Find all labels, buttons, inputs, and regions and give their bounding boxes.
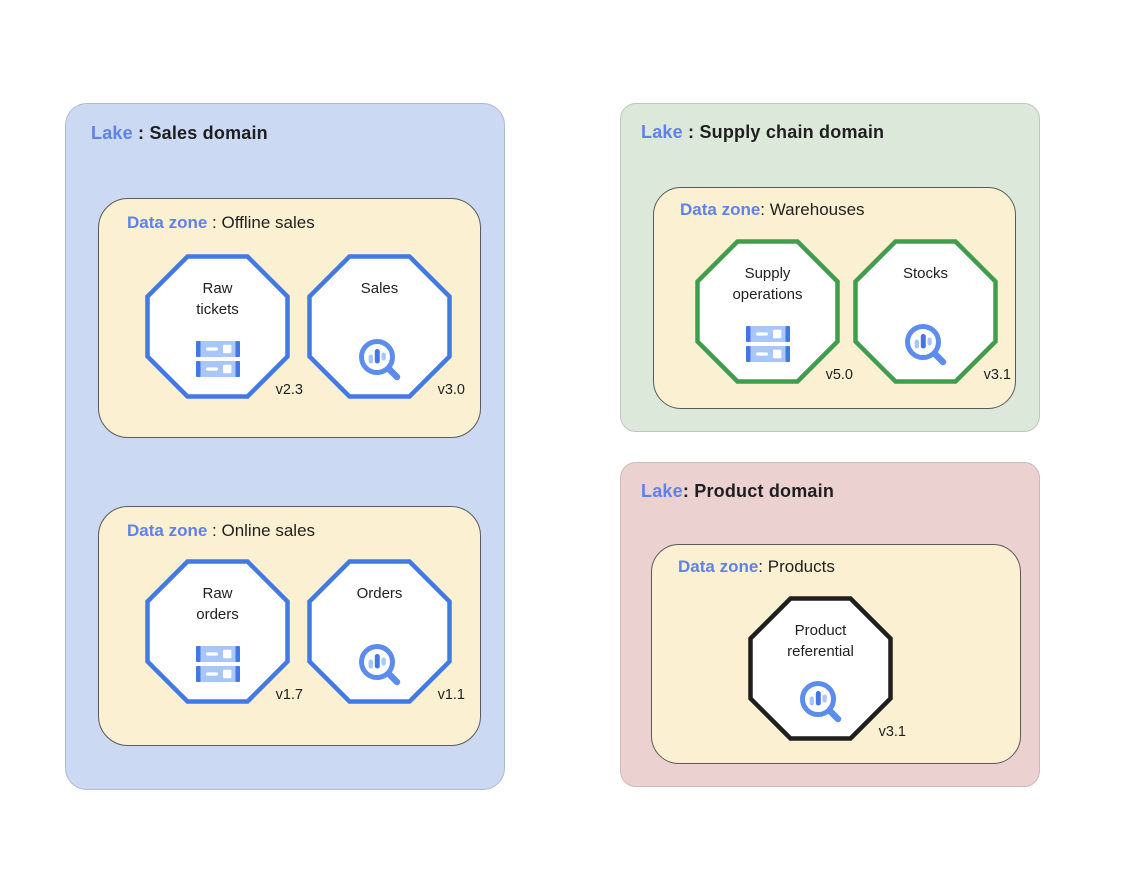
- asset-orders: Orders v1.1: [307, 559, 465, 704]
- octagon-shape: [695, 239, 840, 384]
- lake-name: Product domain: [694, 481, 835, 501]
- octagon-shape: [307, 254, 452, 399]
- search-insights-icon: [799, 681, 841, 723]
- title-separator: :: [760, 200, 770, 219]
- zone-name: Products: [767, 557, 835, 576]
- title-separator: :: [682, 122, 700, 142]
- zone-title: Data zone: Products: [678, 557, 835, 577]
- title-separator: :: [207, 213, 222, 232]
- lake-label: Lake: [91, 123, 133, 143]
- lake-title: Lake: Product domain: [641, 481, 834, 502]
- title-separator: :: [132, 123, 150, 143]
- lake-sales-domain: Lake : Sales domain Data zone : Offline …: [65, 103, 505, 790]
- version-badge: v1.1: [437, 687, 465, 703]
- version-badge: v5.0: [825, 367, 853, 383]
- search-insights-icon: [358, 644, 400, 686]
- asset-raw-tickets: Raw tickets v2.3: [145, 254, 303, 399]
- zone-label: Data zone: [127, 521, 208, 540]
- asset-label: Raw orders: [196, 585, 239, 623]
- lake-product-domain: Lake: Product domain Data zone: Products…: [620, 462, 1040, 787]
- zone-label: Data zone: [680, 200, 761, 219]
- asset-label: Raw tickets: [196, 280, 239, 318]
- zone-title: Data zone : Offline sales: [127, 213, 315, 233]
- asset-label: Sales: [360, 280, 399, 297]
- asset-label: Orders: [356, 585, 403, 602]
- search-insights-icon: [358, 339, 400, 381]
- title-separator: :: [758, 557, 768, 576]
- asset-product-referential: Product referential v3.1: [748, 596, 906, 741]
- asset-raw-orders: Raw orders v1.7: [145, 559, 303, 704]
- zone-title: Data zone: Warehouses: [680, 200, 865, 220]
- server-icon: [195, 646, 240, 682]
- octagon-shape: [853, 239, 998, 384]
- server-icon: [745, 326, 790, 362]
- zone-title: Data zone : Online sales: [127, 521, 315, 541]
- data-zone-warehouses: Data zone: Warehouses Supply operations …: [653, 187, 1016, 409]
- lake-title: Lake : Sales domain: [91, 123, 268, 144]
- version-badge: v1.7: [275, 687, 303, 703]
- zone-name: Online sales: [221, 521, 316, 540]
- octagon-shape: [307, 559, 452, 704]
- data-zone-offline-sales: Data zone : Offline sales Raw tickets v2…: [98, 198, 481, 438]
- search-insights-icon: [904, 324, 946, 366]
- data-zone-products: Data zone: Products Product referential …: [651, 544, 1021, 764]
- lake-name: Sales domain: [149, 123, 268, 143]
- asset-label: Product referential: [787, 622, 854, 660]
- asset-stocks: Stocks v3.1: [853, 239, 1011, 384]
- version-badge: v3.1: [878, 724, 906, 740]
- title-separator: :: [682, 481, 695, 501]
- asset-label: Stocks: [902, 265, 948, 282]
- zone-label: Data zone: [678, 557, 759, 576]
- zone-label: Data zone: [127, 213, 208, 232]
- data-zone-online-sales: Data zone : Online sales Raw orders v1.7…: [98, 506, 481, 746]
- version-badge: v3.1: [983, 367, 1011, 383]
- zone-name: Offline sales: [221, 213, 315, 232]
- lake-title: Lake : Supply chain domain: [641, 122, 884, 143]
- asset-sales: Sales v3.0: [307, 254, 465, 399]
- asset-supply-operations: Supply operations v5.0: [695, 239, 853, 384]
- octagon-shape: [145, 254, 290, 399]
- title-separator: :: [207, 521, 222, 540]
- zone-name: Warehouses: [769, 200, 865, 219]
- version-badge: v3.0: [437, 382, 465, 398]
- server-icon: [195, 341, 240, 377]
- lake-name: Supply chain domain: [699, 122, 885, 142]
- lake-supply-chain-domain: Lake : Supply chain domain Data zone: Wa…: [620, 103, 1040, 432]
- octagon-shape: [145, 559, 290, 704]
- lake-label: Lake: [641, 122, 683, 142]
- asset-label: Supply operations: [732, 265, 803, 303]
- octagon-shape: [748, 596, 893, 741]
- version-badge: v2.3: [275, 382, 303, 398]
- lake-label: Lake: [641, 481, 683, 501]
